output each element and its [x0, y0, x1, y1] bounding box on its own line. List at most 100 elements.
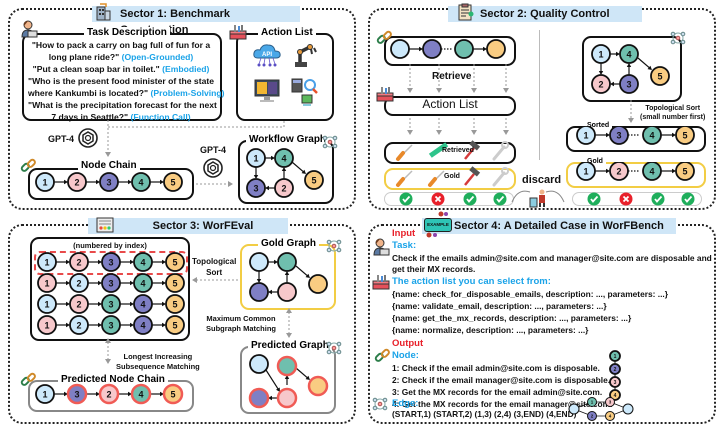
- graph-node: [619, 44, 639, 64]
- lis-line2: Subsequence Matching: [116, 362, 200, 371]
- graph-node: [69, 294, 89, 314]
- retrieve-label: Retrieve: [432, 71, 472, 82]
- wrench-head: [501, 167, 509, 175]
- clipboard-icon: [458, 3, 474, 21]
- node-label: 5: [172, 278, 177, 288]
- graph-node: [277, 282, 297, 302]
- lis-label: Longest Increasing Subsequence Matching: [116, 352, 200, 372]
- edge-line: [265, 369, 279, 390]
- edge-arrowhead: [162, 280, 166, 286]
- edge-arrowhead: [265, 185, 269, 191]
- task-text-line2: get their MX records.: [392, 264, 476, 274]
- wrench-icon: [492, 145, 506, 161]
- graph-node: [650, 66, 670, 86]
- edge-arrowhead: [606, 132, 610, 138]
- task-item-3-line1: "Who is the present food minister of the…: [28, 76, 214, 86]
- task-item-1-line1: "How to pack a carry on bag full of fun …: [31, 40, 211, 50]
- graph-node: [101, 294, 121, 314]
- node-label: 1: [583, 130, 588, 140]
- node-label: 4: [626, 49, 631, 59]
- graph-node: [133, 315, 153, 335]
- graph-node: [587, 397, 597, 407]
- edge-arrowhead: [160, 179, 164, 185]
- node-chain-label: Node Chain: [78, 160, 140, 172]
- retrieved-tools: [396, 140, 509, 161]
- edge-line: [295, 367, 309, 379]
- trash-person-icon: [529, 189, 545, 208]
- gold-tools-label: Gold: [444, 173, 460, 180]
- robot-arm-icon: [295, 44, 317, 67]
- retrieved-tools-box: [384, 142, 516, 164]
- graph-node: [609, 350, 621, 362]
- gpt4-label-2: GPT-4: [200, 145, 227, 155]
- node-label: 2: [598, 79, 603, 89]
- left-check-results: [399, 192, 507, 206]
- edge-arrowhead: [419, 46, 423, 52]
- graph-node: [675, 126, 695, 145]
- edge-arrowhead: [130, 259, 134, 265]
- graph-node: [576, 126, 596, 145]
- graph-node: [486, 39, 506, 59]
- s2-node-chain-graph: [390, 39, 506, 59]
- graph-node: [37, 252, 57, 272]
- graph-node: [622, 403, 634, 415]
- graph-node: [165, 294, 185, 314]
- task-item-4-line1: "What is the precipitation forecast for …: [28, 100, 217, 110]
- sector-2-title: Sector 2: Quality Control: [448, 6, 642, 22]
- node-label: 4: [649, 166, 654, 176]
- mcs-line2: Subgraph Matching: [206, 324, 276, 333]
- s2-divider: [539, 30, 540, 160]
- edge-arrowhead: [281, 167, 287, 171]
- graph-network-icon: [326, 341, 342, 355]
- retrieved-label: Retrieved: [442, 147, 474, 154]
- graph-node: [576, 162, 596, 181]
- edge-arrowhead: [598, 71, 604, 75]
- node-label: 1: [591, 400, 594, 405]
- graph-node: [246, 178, 266, 198]
- edge-arrowhead: [162, 259, 166, 265]
- node-label: 4: [140, 257, 145, 267]
- graph-node: [605, 397, 615, 407]
- screwdriver-handle: [396, 151, 405, 161]
- ruler-icon: [428, 142, 449, 158]
- graph-node: [69, 252, 89, 272]
- screwdriver-handle: [428, 177, 437, 187]
- check-icon: [463, 192, 477, 206]
- s3-topo-line1: Topological: [192, 257, 237, 266]
- node-label: 1: [44, 278, 49, 288]
- graph-node: [101, 252, 121, 272]
- action-item: {name: normalize, description: ..., para…: [392, 325, 589, 335]
- check-mark: [496, 195, 505, 203]
- graph-node: [248, 387, 270, 409]
- edge-arrowhead: [96, 179, 100, 185]
- node-label: 4: [140, 320, 145, 330]
- graph-network-icon: [326, 239, 342, 253]
- edge-label: Edge:: [392, 398, 419, 409]
- category-function-call: (Function Call): [130, 112, 191, 122]
- toolbox-icon: [372, 275, 390, 290]
- graph-network-icon: [670, 31, 686, 45]
- edge-arrowhead: [274, 259, 278, 265]
- graph-node: [642, 162, 662, 181]
- edge-arrowhead: [98, 322, 102, 328]
- edge-arrowhead: [483, 46, 487, 52]
- graph-node: [619, 74, 639, 94]
- node-label: 1: [44, 320, 49, 330]
- graph-node: [131, 172, 151, 192]
- graph-node: [133, 252, 153, 272]
- node-label: 3: [108, 299, 113, 309]
- topo-sort-arrow-s3: [192, 277, 238, 283]
- s2-action-list-label: Action List: [422, 97, 478, 111]
- workflow-graph-label: Workflow Graph: [246, 134, 330, 146]
- edge-arrowhead: [271, 155, 275, 161]
- graph-node: [277, 252, 297, 272]
- node-label: 1: [44, 257, 49, 267]
- graph-node: [67, 172, 87, 192]
- node-label: 4: [614, 393, 617, 399]
- person-laptop-icon: [21, 20, 38, 38]
- graph-node: [274, 148, 294, 168]
- graph-node: [568, 403, 580, 415]
- edge-arrowhead: [284, 271, 290, 275]
